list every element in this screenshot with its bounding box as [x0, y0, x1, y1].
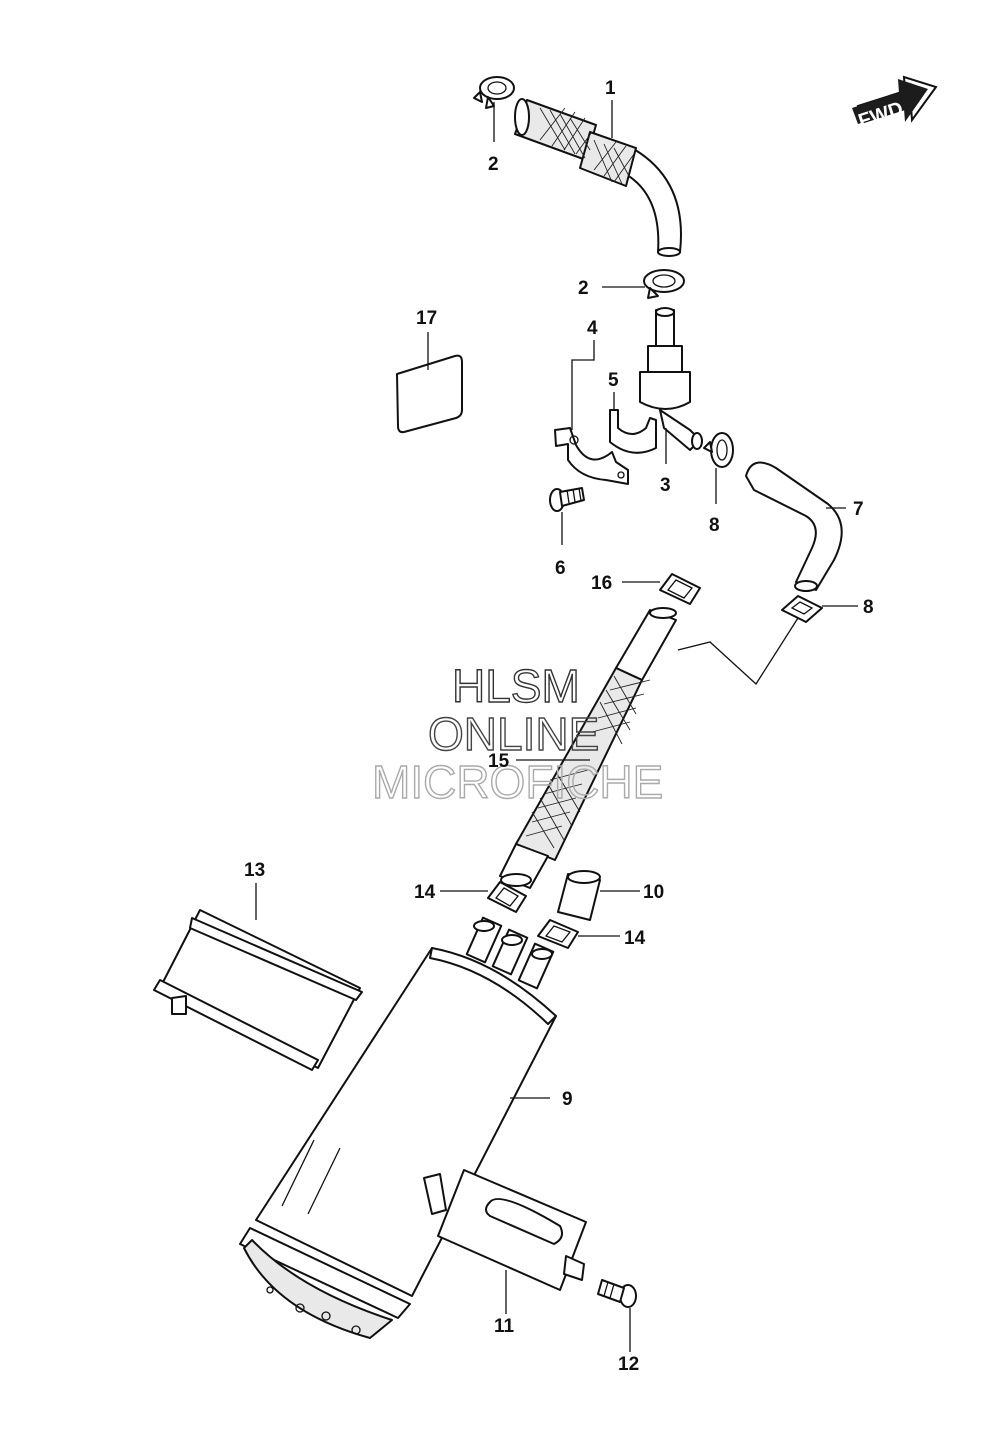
leader-lines — [255, 100, 858, 1352]
watermark-line3: MICROFICHE — [372, 756, 663, 808]
callout-16: 16 — [591, 573, 612, 594]
callout-5: 5 — [608, 370, 619, 391]
screw-part-12 — [597, 1279, 637, 1308]
watermark: HLSM ONLINE MICROFICHE — [371, 659, 664, 808]
watermark-line2: ONLINE — [428, 708, 599, 760]
callout-17: 17 — [416, 308, 437, 329]
hose-clamp-upper — [473, 76, 515, 109]
callout-2-upper: 2 — [488, 154, 499, 175]
callout-7: 7 — [853, 499, 864, 520]
callout-8-upper: 8 — [709, 515, 720, 536]
upper-hose-part — [514, 98, 682, 257]
fuel-pump-part-9 — [239, 916, 557, 1339]
fuel-hose-15-part — [499, 607, 677, 889]
hose-clamp-8-lower — [781, 595, 823, 623]
lower-hose-part — [745, 461, 843, 592]
fuel-filter-cushion-part — [609, 409, 657, 454]
fwd-arrow-icon: FWD — [852, 75, 938, 133]
callout-14-right: 14 — [624, 928, 646, 949]
hose-clamp-8-upper — [703, 432, 734, 468]
callout-13: 13 — [244, 860, 265, 881]
callout-3: 3 — [660, 475, 671, 496]
fuel-filter-part — [639, 307, 703, 451]
callout-1: 1 — [605, 78, 616, 99]
callout-labels: 1 2 2 3 4 5 6 7 8 8 9 10 11 12 13 14 14 … — [244, 78, 874, 1375]
fwd-label: FWD — [856, 98, 906, 133]
callout-10: 10 — [643, 882, 664, 903]
callout-9: 9 — [562, 1089, 573, 1110]
label-sticker-part — [396, 354, 463, 434]
callout-8-lower: 8 — [863, 597, 874, 618]
callout-15: 15 — [488, 751, 510, 772]
fuel-strainer-part-13 — [153, 909, 363, 1071]
callout-11: 11 — [494, 1316, 515, 1337]
screw-part-6 — [549, 487, 585, 512]
fuel-filter-holder-part — [554, 427, 629, 485]
hose-clip-14-right — [537, 919, 579, 949]
hose-clip-14-left — [487, 881, 527, 913]
watermark-line1: HLSM — [452, 660, 580, 712]
cap-part-10 — [557, 870, 601, 921]
callout-2-middle: 2 — [578, 278, 589, 299]
callout-14-left: 14 — [414, 882, 436, 903]
fuel-pump-holder-part-11 — [423, 1169, 587, 1291]
callout-6: 6 — [555, 558, 566, 579]
hose-clamp-middle — [643, 269, 685, 299]
callout-4: 4 — [587, 318, 598, 339]
callout-12: 12 — [618, 1354, 639, 1375]
hose-clip-16 — [659, 573, 701, 605]
